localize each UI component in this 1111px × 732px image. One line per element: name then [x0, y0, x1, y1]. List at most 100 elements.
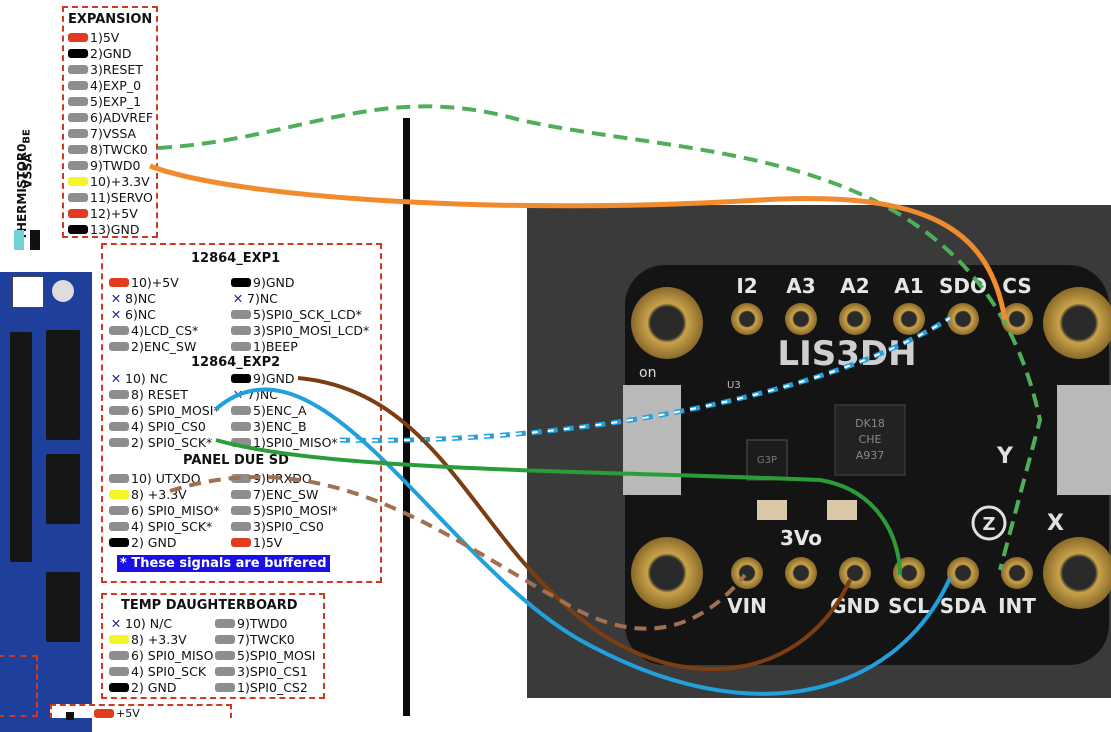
- connector-pin: 9)TWD0: [215, 616, 287, 631]
- pad-label: 3Vo: [780, 526, 822, 550]
- solder-pad: [785, 303, 817, 335]
- connector-pin: 3)SPI0_MOSI_LCD*: [231, 323, 369, 338]
- pin-label: 12)+5V: [90, 206, 138, 221]
- wiring-overlay: [149, 104, 1043, 696]
- axis-z-circle: [971, 505, 1007, 541]
- connector-pin: ✕8)NC: [109, 291, 156, 306]
- pin-label: 2)ENC_SW: [131, 339, 197, 354]
- connector-pin: 2) GND: [109, 535, 176, 550]
- pin-color-swatch: [109, 390, 129, 399]
- pin-color-swatch: [68, 65, 88, 74]
- mount-hole-br: [1043, 537, 1111, 609]
- chip-text-2: CHE: [859, 433, 882, 446]
- pin-color-swatch: [231, 406, 251, 415]
- pad-label: SDA: [940, 594, 987, 618]
- connector-pin: 1)5V: [231, 535, 282, 550]
- connector-pin: 6) SPI0_MISO*: [109, 503, 220, 518]
- pin-label: 8) +3.3V: [131, 632, 187, 647]
- connector-pin: ✕7)NC: [231, 291, 278, 306]
- expansion-pin: 4)EXP_0: [68, 78, 141, 93]
- expansion-pin: 11)SERVO: [68, 190, 153, 205]
- solder-pad: [731, 557, 763, 589]
- pin-color-swatch: [109, 342, 129, 351]
- pin-label: 4) SPI0_SCK*: [131, 519, 213, 534]
- connector-pin: 3)SPI0_CS0: [231, 519, 324, 534]
- capacitor-b: [827, 500, 857, 520]
- pin-label: 5)SPI0_SCK_LCD*: [253, 307, 362, 322]
- pin-label: 4)EXP_0: [90, 78, 142, 93]
- pin-color-swatch: [109, 651, 129, 660]
- pin-label: 10) N/C: [125, 616, 173, 631]
- thermistor-socket: [12, 276, 44, 308]
- expansion-pin: 7)VSSA: [68, 126, 136, 141]
- wire-miso-sdo: [339, 315, 952, 443]
- pin-color-swatch: [68, 81, 88, 90]
- connector-pin: ✕10) N/C: [109, 616, 172, 631]
- connector-pin: 6) SPI0_MISO: [109, 648, 213, 663]
- pin-color-swatch: [68, 161, 88, 170]
- connector-pin: 9)GND: [231, 275, 295, 290]
- mounting-hole: [52, 280, 74, 302]
- pin-label: 5)SPI0_MOSI*: [253, 503, 338, 518]
- expansion-pin: 12)+5V: [68, 206, 138, 221]
- connector-pin: 8) RESET: [109, 387, 188, 402]
- bottom-partial-panel: +5V: [50, 704, 232, 720]
- pin-color-swatch: [109, 490, 129, 499]
- pin-label: 6) SPI0_MISO: [131, 648, 214, 663]
- pin-label: 3)RESET: [90, 62, 143, 77]
- expansion-pin: 2)GND: [68, 46, 132, 61]
- temp-title: TEMP DAUGHTERBOARD: [121, 598, 298, 613]
- wire-twd0-cs: [149, 163, 1008, 321]
- pin-label: 2) GND: [131, 680, 177, 695]
- chip-text-1: DK18: [855, 417, 885, 430]
- pin-color-swatch: [109, 438, 129, 447]
- pin-header: [46, 572, 80, 642]
- connector-pin: 2) SPI0_SCK*: [109, 435, 212, 450]
- wire-twck0-int: [157, 104, 1043, 571]
- solder-pad: [1001, 557, 1033, 589]
- pin-color-swatch: [68, 209, 88, 218]
- pin-header: [10, 332, 32, 562]
- nc-cross-icon: ✕: [110, 616, 122, 631]
- pin-color-swatch: [215, 651, 235, 660]
- pad-label: VIN: [727, 594, 767, 618]
- pin-color-swatch: [109, 522, 129, 531]
- solder-pad: [1001, 303, 1033, 335]
- pin-label: 2) GND: [131, 535, 177, 550]
- connector-pin: 5)SPI0_SCK_LCD*: [231, 307, 362, 322]
- pin-color-swatch: [68, 177, 88, 186]
- pin-color-swatch: [109, 326, 129, 335]
- pin-label: 7)TWCK0: [237, 632, 295, 647]
- solder-pad: [785, 557, 817, 589]
- regulator-chip: [746, 439, 788, 481]
- pin-label: 9)GND: [253, 371, 295, 386]
- pin-color-swatch: [231, 438, 251, 447]
- pin-color-swatch: [68, 225, 88, 234]
- solder-pad: [731, 303, 763, 335]
- pin-color-swatch: [109, 474, 129, 483]
- pin-color-swatch: [68, 49, 88, 58]
- connector-pin: 4) SPI0_SCK: [109, 664, 206, 679]
- pin-label: 4) SPI0_CS0: [131, 419, 206, 434]
- pad-label: I2: [736, 274, 757, 298]
- pin-label: 8)NC: [125, 291, 156, 306]
- connector-pin: 2) GND: [109, 680, 176, 695]
- pin-label: 4) SPI0_SCK: [131, 664, 207, 679]
- solder-pad: [839, 557, 871, 589]
- pin-color-swatch: [68, 129, 88, 138]
- pin-color-swatch: [109, 506, 129, 515]
- axis-x-label: X: [1047, 511, 1064, 536]
- pin-label: 5)SPI0_MOSI: [237, 648, 316, 663]
- connector-pin: 9)GND: [231, 371, 295, 386]
- solder-pad: [839, 303, 871, 335]
- pin-color-swatch: [215, 635, 235, 644]
- wire-mosi-sda: [214, 387, 952, 696]
- connector-pin: 9)URXDO: [231, 471, 312, 486]
- connector-pin: 1)SPI0_MISO*: [231, 435, 338, 450]
- pin-color-swatch: [231, 422, 251, 431]
- expansion-pin: 5)EXP_1: [68, 94, 141, 109]
